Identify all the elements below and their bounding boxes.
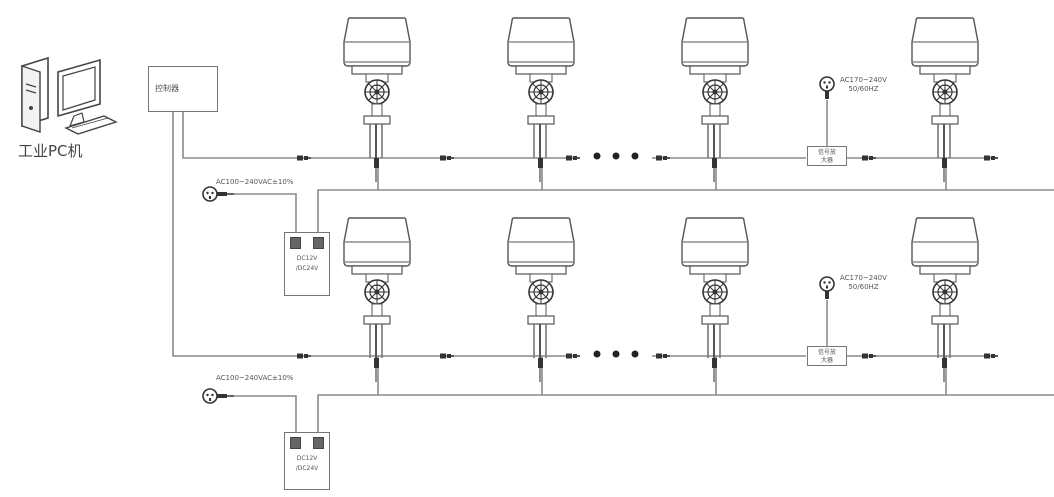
controller-box: 控制器 — [148, 66, 218, 112]
valve-actuator-icon — [912, 218, 978, 382]
amp-input-label: AC170~240V 50/60HZ — [840, 76, 887, 94]
amp-input-line-2: 50/60HZ — [840, 283, 887, 292]
psu-label-1: DC12V — [285, 455, 329, 463]
power-supply-box: DC12V /DC24V — [284, 232, 330, 296]
valve-actuator-icon — [344, 218, 410, 382]
valve-actuator-icon — [508, 218, 574, 382]
power-plug-icon — [203, 187, 234, 201]
amp-label-2: 大器 — [808, 157, 846, 164]
amp-input-label: AC170~240V 50/60HZ — [840, 274, 887, 292]
ellipsis-dots — [594, 153, 639, 358]
controller-label: 控制器 — [155, 83, 179, 94]
amp-label-2: 大器 — [808, 357, 846, 364]
psu-label-1: DC12V — [285, 255, 329, 263]
psu-label-2: /DC24V — [285, 265, 329, 273]
valve-actuator-icon — [682, 218, 748, 382]
amp-input-line-2: 50/60HZ — [840, 85, 887, 94]
power-plug-icon — [820, 77, 834, 99]
signal-amplifier-box: 信号放 大器 — [807, 146, 847, 166]
row-2-bus — [233, 300, 1054, 432]
signal-amplifier-box: 信号放 大器 — [807, 346, 847, 366]
terminal-icon — [290, 237, 301, 249]
psu-input-label: AC100~240VAC±10% — [216, 374, 293, 382]
power-plug-icon — [203, 389, 234, 403]
pc-label: 工业PC机 — [18, 140, 83, 161]
desktop-computer-icon — [22, 58, 116, 134]
amp-input-line-1: AC170~240V — [840, 76, 887, 85]
amp-label-1: 信号放 — [808, 349, 846, 356]
amp-label-1: 信号放 — [808, 149, 846, 156]
terminal-icon — [313, 437, 324, 449]
terminal-icon — [290, 437, 301, 449]
amp-input-line-1: AC170~240V — [840, 274, 887, 283]
terminal-icon — [313, 237, 324, 249]
power-supply-box: DC12V /DC24V — [284, 432, 330, 490]
row-1-bus — [233, 100, 1054, 232]
power-plug-icon — [820, 277, 834, 299]
psu-input-label: AC100~240VAC±10% — [216, 178, 293, 186]
psu-label-2: /DC24V — [285, 465, 329, 473]
